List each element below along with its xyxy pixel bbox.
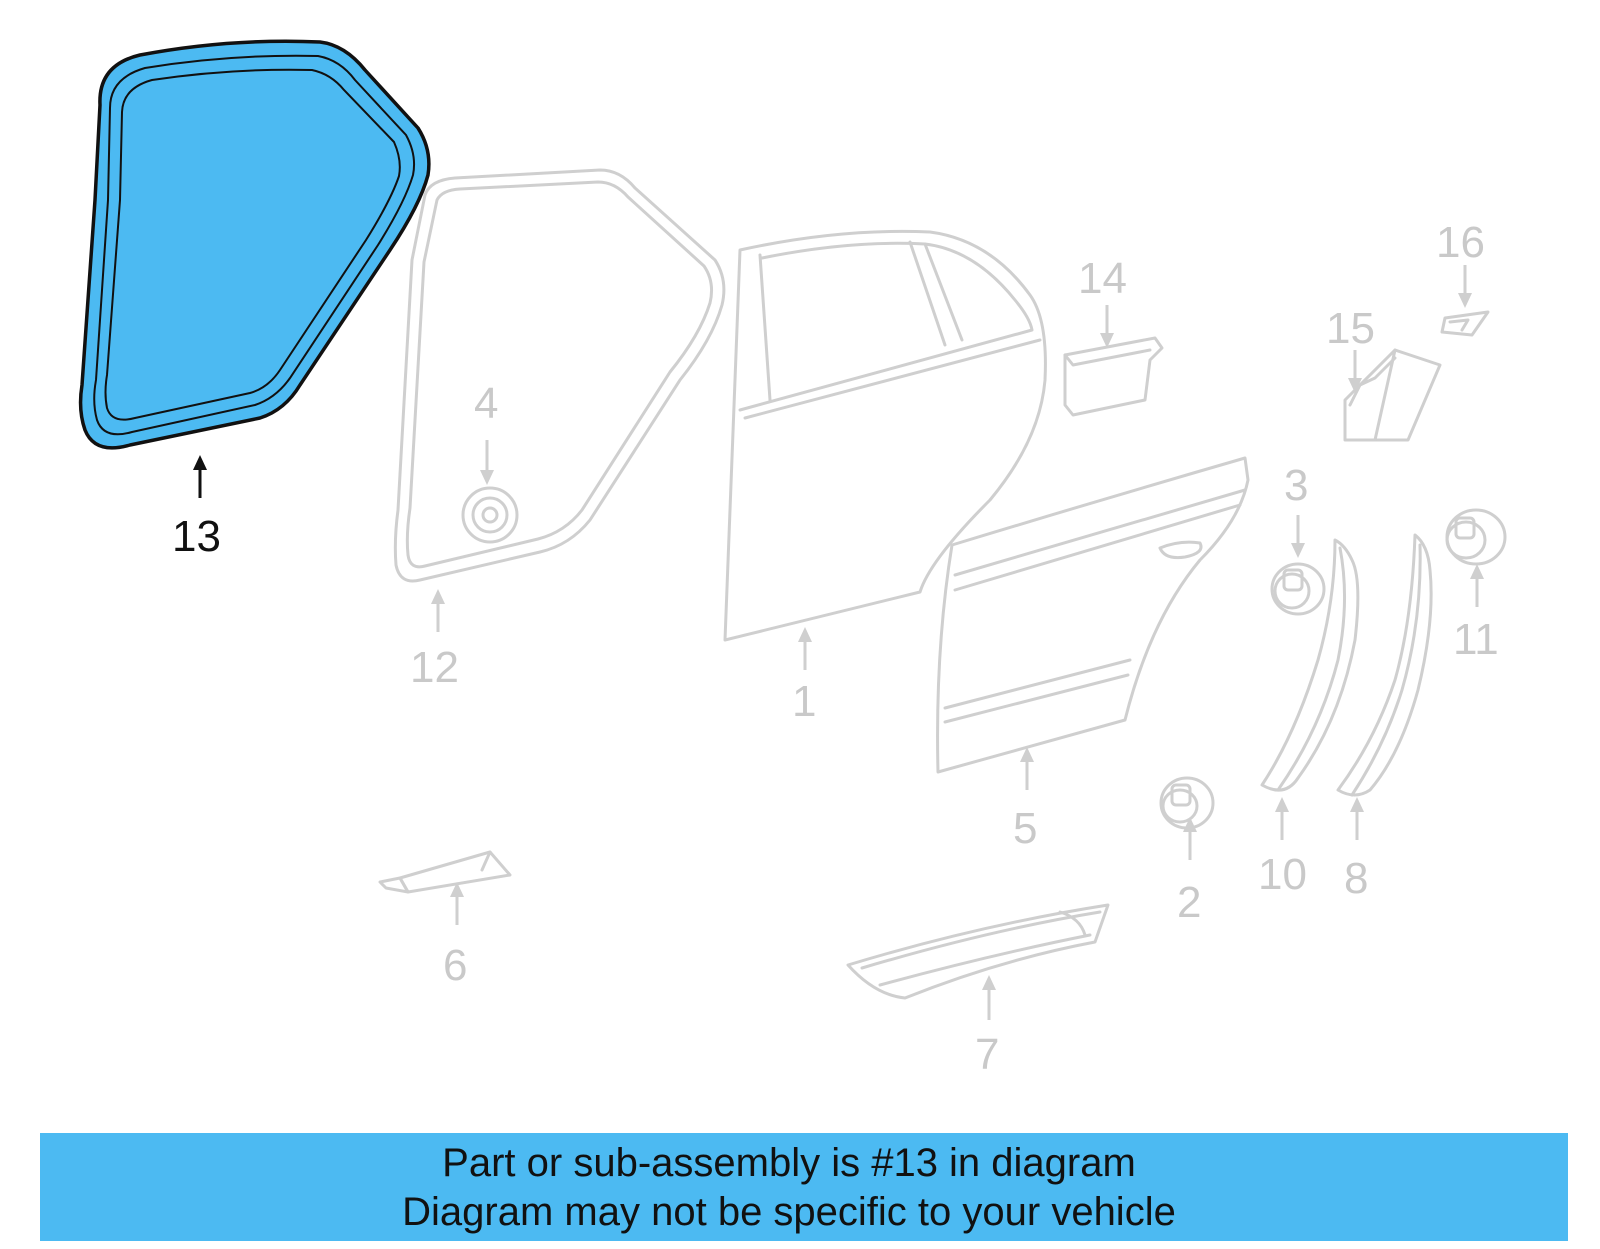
part-6-adhesive-tube[interactable]	[378, 850, 512, 894]
callout-11: 11	[1453, 615, 1499, 664]
banner-line-2: Diagram may not be specific to your vehi…	[402, 1190, 1176, 1234]
part-5-outer-panel[interactable]	[936, 456, 1250, 774]
part-16-clip[interactable]	[1440, 310, 1490, 337]
part-4-plug[interactable]	[461, 486, 519, 544]
callout-10: 10	[1258, 850, 1307, 899]
part-3-grommet[interactable]	[1270, 562, 1326, 616]
callout-12: 12	[410, 643, 459, 692]
callout-4: 4	[474, 379, 498, 428]
callout-1: 1	[792, 677, 816, 726]
part-1-door-shell[interactable]	[723, 229, 1047, 642]
part-14-pad[interactable]	[1063, 336, 1164, 417]
part-10-garnish[interactable]	[1260, 538, 1360, 792]
callout-8: 8	[1344, 854, 1368, 903]
callout-14: 14	[1078, 254, 1127, 303]
banner-line-1: Part or sub-assembly is #13 in diagram	[442, 1141, 1136, 1185]
info-banner: Part or sub-assembly is #13 in diagram D…	[40, 1133, 1568, 1241]
part-11-grommet[interactable]	[1445, 508, 1507, 566]
part-13-weatherstrip[interactable]	[78, 39, 431, 450]
callout-13: 13	[172, 512, 221, 561]
parts-diagram: 13 12 4 1 14 16 15 3 11 5 2 10 8 6 7	[78, 39, 1507, 1079]
callout-arrows	[193, 265, 1484, 1020]
callout-16: 16	[1436, 218, 1485, 267]
callout-2: 2	[1177, 878, 1201, 927]
part-12-weatherstrip[interactable]	[393, 168, 726, 583]
part-7-sill[interactable]	[846, 903, 1110, 1000]
callout-3: 3	[1284, 461, 1308, 510]
part-2-grommet[interactable]	[1159, 776, 1215, 830]
callout-5: 5	[1013, 804, 1037, 853]
callout-7: 7	[975, 1030, 999, 1079]
part-8-garnish[interactable]	[1336, 533, 1433, 797]
callout-6: 6	[443, 941, 467, 990]
part-15-bracket[interactable]	[1343, 348, 1442, 442]
callout-15: 15	[1326, 304, 1375, 353]
